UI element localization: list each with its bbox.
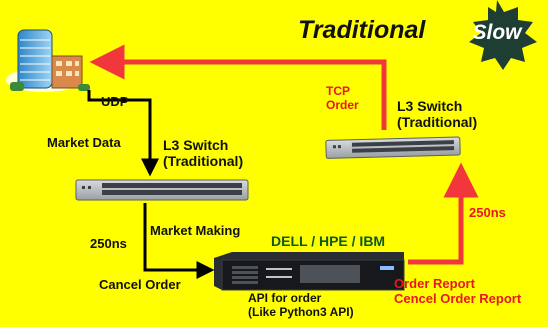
slow-badge-burst: [469, 0, 537, 70]
market-data-label: Market Data: [47, 135, 121, 150]
l3-switch-left-line1: L3 Switch: [163, 137, 229, 153]
network-switch-icon-left: [75, 179, 249, 201]
market-data-arrow: [87, 90, 159, 177]
l3-switch-left-label: L3 Switch (Traditional): [163, 137, 243, 169]
cancel-order-arrow: [143, 203, 215, 279]
tcp-order-line1: TCP: [326, 84, 350, 98]
slow-badge-label: Slow: [472, 21, 522, 44]
udp-label: UDP: [101, 94, 129, 109]
network-switch-icon-right: [325, 136, 461, 159]
l3-switch-right-line2: (Traditional): [397, 114, 478, 131]
order-report-line2: Cencel Order Report: [394, 290, 522, 306]
latency-left-label: 250ns: [90, 236, 127, 251]
order-report-arrow: [408, 162, 479, 265]
l3-switch-right-label: L3 Switch (Traditional): [397, 98, 477, 130]
office-building-icon: [6, 29, 90, 92]
order-report-line1: Order Report: [394, 276, 475, 291]
l3-switch-right-line1: L3 Switch: [397, 98, 463, 114]
api-label: API for order (Like Python3 API): [248, 291, 354, 320]
vendors-label: DELL / HPE / IBM: [271, 233, 386, 249]
api-line1: API for order: [248, 291, 322, 305]
cancel-order-label: Cancel Order: [99, 277, 181, 292]
market-making-label: Market Making: [150, 223, 241, 238]
api-line2: (Like Python3 API): [248, 304, 354, 319]
tcp-order-label: TCP Order: [326, 84, 359, 113]
order-report-label: Order Report Cencel Order Report: [394, 276, 522, 307]
rack-server-icon: [214, 252, 405, 291]
tcp-order-line2: Order: [326, 97, 359, 112]
latency-right-label: 250ns: [469, 205, 506, 220]
tcp-order-arrow: [89, 44, 387, 130]
diagram-title: Traditional: [298, 16, 426, 44]
l3-switch-left-line2: (Traditional): [163, 153, 244, 170]
